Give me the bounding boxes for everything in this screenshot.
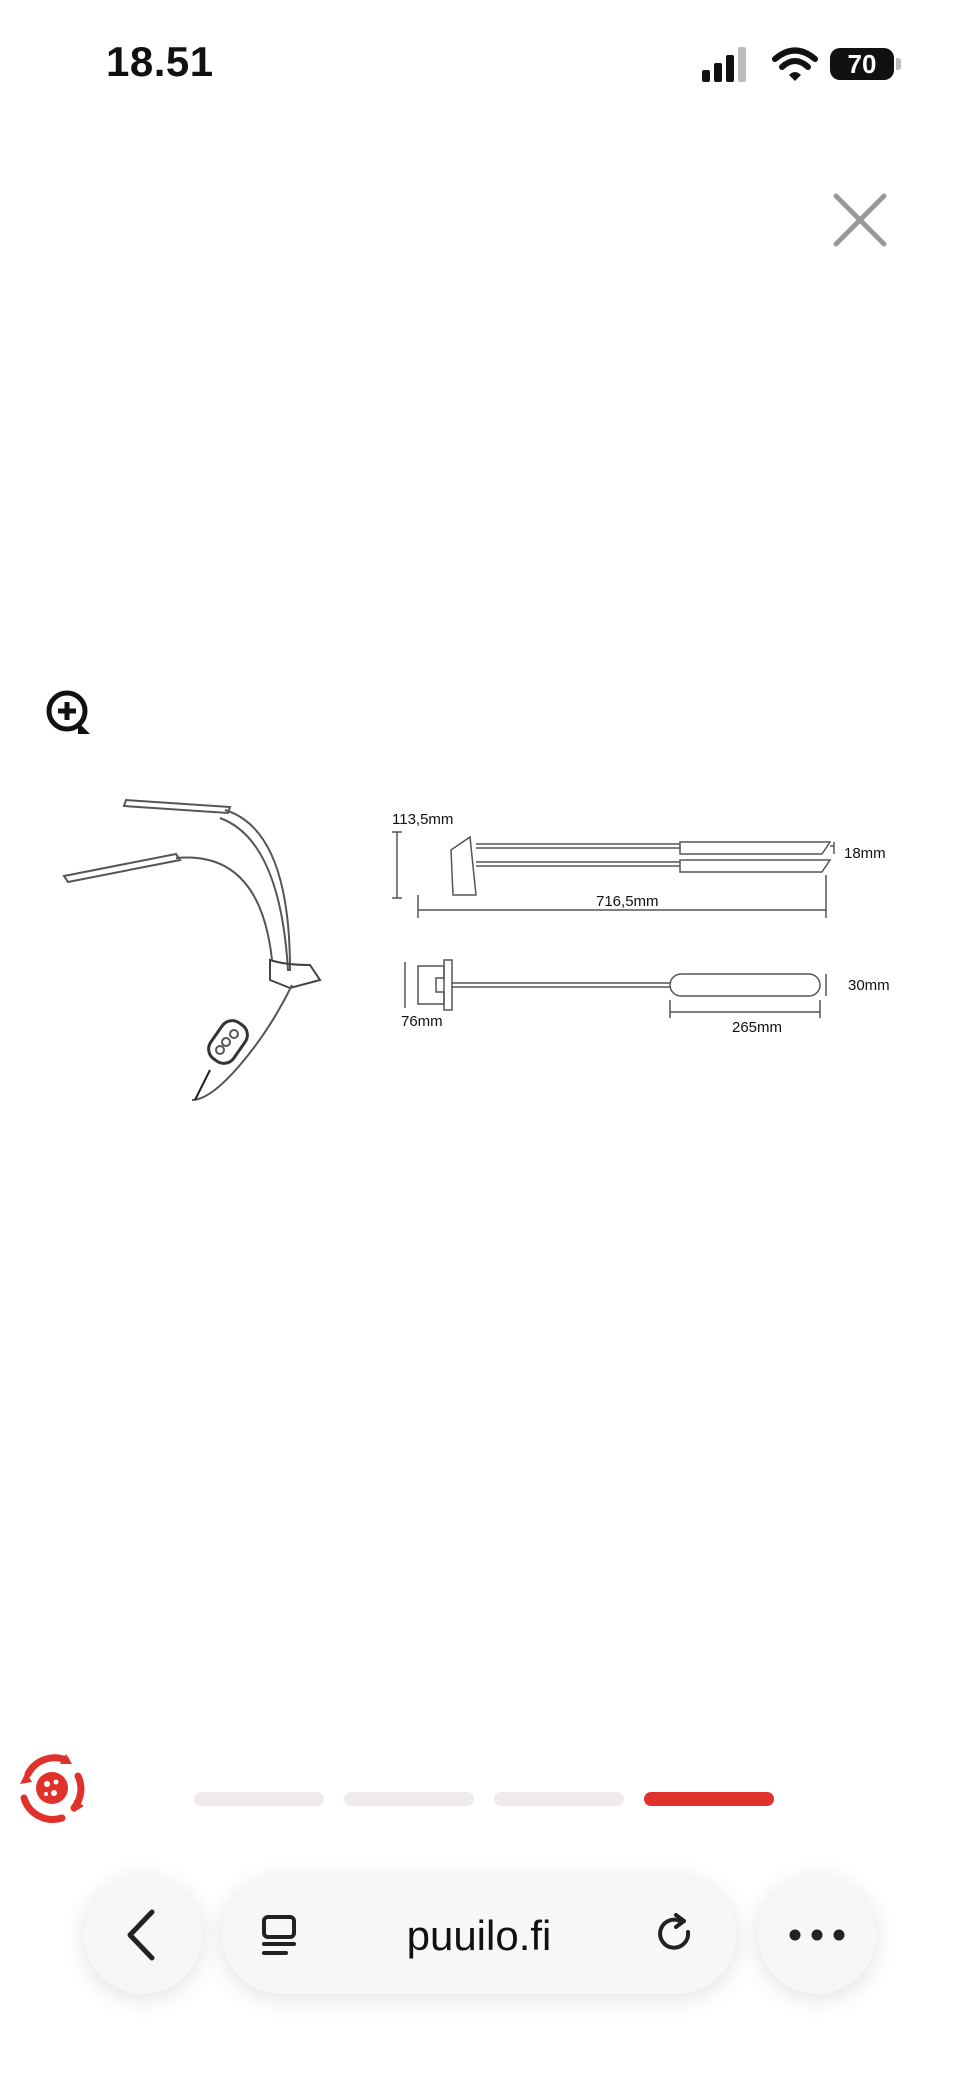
dim-height-top: 113,5mm <box>392 811 453 828</box>
zoom-in-icon <box>46 690 90 734</box>
cookie-settings-button[interactable] <box>14 1750 90 1826</box>
image-carousel-indicator <box>194 1792 774 1808</box>
more-options-button[interactable] <box>758 1876 876 1994</box>
back-button[interactable] <box>84 1876 202 1994</box>
url-text[interactable]: puuilo.fi <box>406 1912 552 1959</box>
battery-nub <box>896 58 901 70</box>
cookie-icon <box>20 1754 85 1823</box>
lamp-drawing: 113,5mm 18mm 716,5mm 76mm 30mm 265mm <box>62 798 890 1101</box>
status-icons: 70 <box>700 44 910 84</box>
dim-head-width: 30mm <box>848 977 890 994</box>
dim-clamp-width: 76mm <box>401 1013 443 1030</box>
close-button[interactable] <box>820 180 900 260</box>
address-bar[interactable]: puuilo.fi <box>222 1876 736 1994</box>
carousel-dot[interactable] <box>344 1792 474 1806</box>
reader-icon[interactable] <box>258 1914 300 1956</box>
carousel-dot[interactable] <box>494 1792 624 1806</box>
close-icon <box>833 193 887 247</box>
dim-total-length: 716,5mm <box>596 893 659 910</box>
battery-level: 70 <box>830 48 894 80</box>
product-image: 113,5mm 18mm 716,5mm 76mm 30mm 265mm <box>40 780 920 1110</box>
back-icon <box>127 1909 155 1961</box>
dim-head-length: 265mm <box>732 1019 782 1036</box>
zoom-in-button[interactable] <box>44 688 94 738</box>
signal-icon <box>702 47 746 82</box>
dim-head-thickness: 18mm <box>844 845 886 862</box>
carousel-dot[interactable] <box>644 1792 774 1806</box>
status-time: 18.51 <box>106 38 214 85</box>
reload-icon[interactable] <box>652 1912 698 1958</box>
wifi-icon <box>772 47 818 81</box>
carousel-dot[interactable] <box>194 1792 324 1806</box>
more-icon <box>789 1929 845 1941</box>
